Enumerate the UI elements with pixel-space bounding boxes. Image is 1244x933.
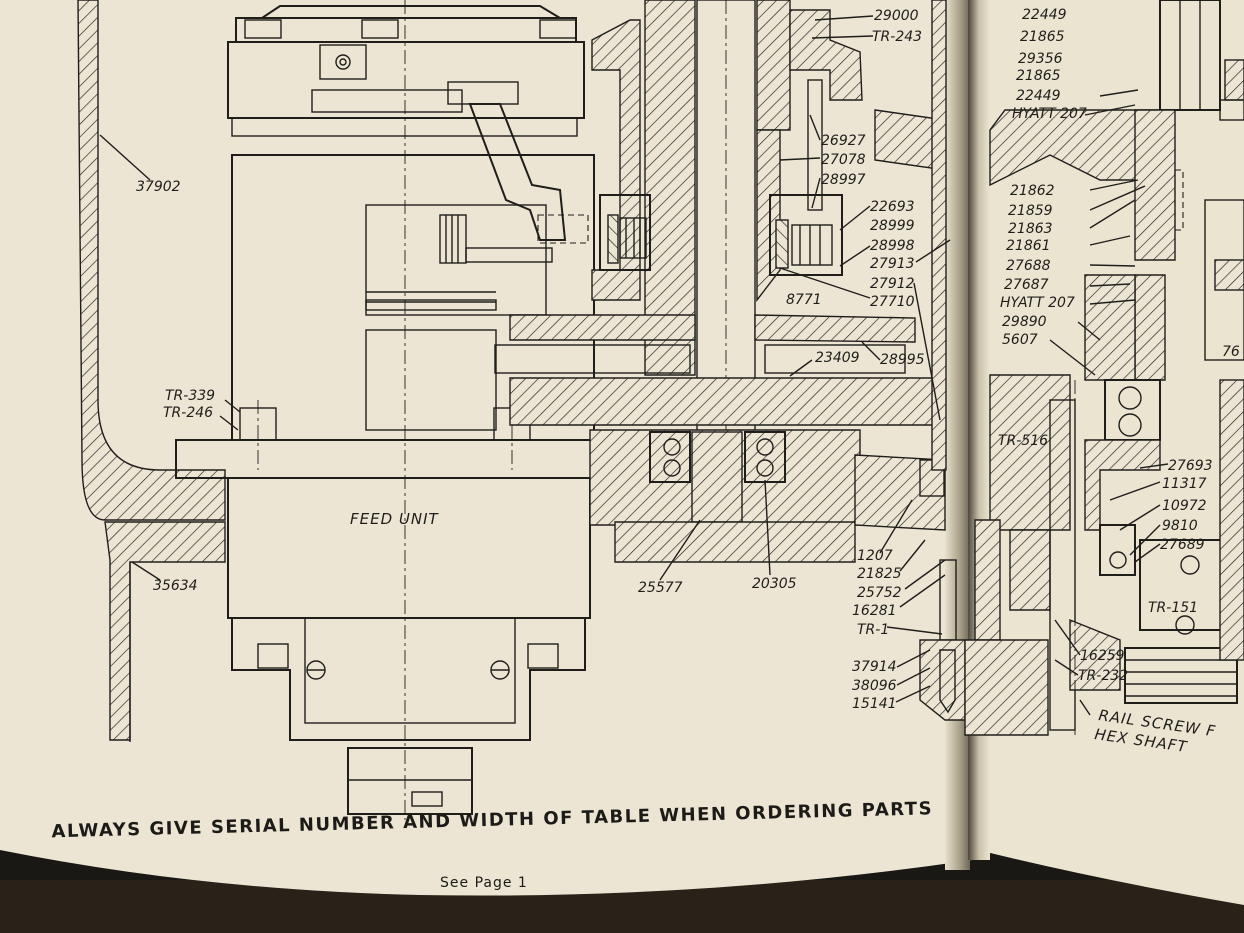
- part-label: 38096: [852, 678, 897, 694]
- part-label: 8771: [786, 292, 822, 308]
- part-label: 21865: [1016, 68, 1061, 84]
- part-label: 21863: [1008, 221, 1053, 237]
- part-label: 27689: [1160, 537, 1205, 553]
- feed-unit-drawing: [77, 0, 966, 820]
- part-label: 21861: [1006, 238, 1051, 254]
- part-label: 29356: [1018, 51, 1063, 67]
- part-label: 21825: [857, 566, 902, 582]
- part-label: 23409: [815, 350, 860, 366]
- part-label: 21865: [1020, 29, 1065, 45]
- part-label: 1207: [857, 548, 893, 564]
- part-label: 27687: [1004, 277, 1049, 293]
- part-label: 76: [1222, 344, 1240, 360]
- part-label: 25577: [638, 580, 683, 596]
- part-label: 21862: [1010, 183, 1055, 199]
- part-label: 37914: [852, 659, 897, 675]
- part-label: TR-243: [872, 29, 922, 45]
- part-label: 28997: [821, 172, 866, 188]
- part-label: 26927: [821, 133, 866, 149]
- part-label: 11317: [1162, 476, 1207, 492]
- part-label: 27913: [870, 256, 915, 272]
- part-label: 27688: [1006, 258, 1051, 274]
- part-label: 15141: [852, 696, 897, 712]
- part-label: 25752: [857, 585, 902, 601]
- part-label: 9810: [1162, 518, 1198, 534]
- part-label: 5607: [1002, 332, 1038, 348]
- part-label: 21859: [1008, 203, 1053, 219]
- part-label: 28999: [870, 218, 915, 234]
- part-label: 27710: [870, 294, 915, 310]
- part-label: TR-339: [165, 388, 215, 404]
- see-page-note: See Page 1: [440, 875, 528, 891]
- part-label: 16281: [852, 603, 897, 619]
- page-gutter-left: [945, 0, 970, 870]
- part-label: HYATT 207: [1012, 106, 1087, 122]
- part-label: HYATT 207: [1000, 295, 1075, 311]
- part-label: 22693: [870, 199, 915, 215]
- part-label: 27078: [821, 152, 866, 168]
- part-label: 35634: [153, 578, 198, 594]
- part-label: TR-1: [857, 622, 889, 638]
- rail-screw-drawing: [964, 0, 1244, 736]
- part-label: 37902: [136, 179, 181, 195]
- part-label: 22449: [1022, 7, 1067, 23]
- feed-unit-caption: FEED UNIT: [350, 510, 440, 528]
- part-label: TR-516: [998, 433, 1048, 449]
- part-label: 10972: [1162, 498, 1207, 514]
- part-label: TR-232: [1078, 668, 1128, 684]
- part-label: 28995: [880, 352, 925, 368]
- part-label: 16259: [1080, 648, 1125, 664]
- part-label: 27912: [870, 276, 915, 292]
- part-label: TR-151: [1148, 600, 1198, 616]
- left-page: [0, 0, 972, 896]
- leader-lines: [99, 15, 1169, 716]
- part-label: 27693: [1168, 458, 1213, 474]
- part-label: 28998: [870, 238, 915, 254]
- part-labels-left: 37902 TR-339 TR-246 35634 FEED UNIT 2557…: [136, 8, 925, 712]
- part-label: 29000: [874, 8, 919, 24]
- part-label: 20305: [752, 576, 797, 592]
- part-label: TR-246: [163, 405, 213, 421]
- part-label: 22449: [1016, 88, 1061, 104]
- part-label: 29890: [1002, 314, 1047, 330]
